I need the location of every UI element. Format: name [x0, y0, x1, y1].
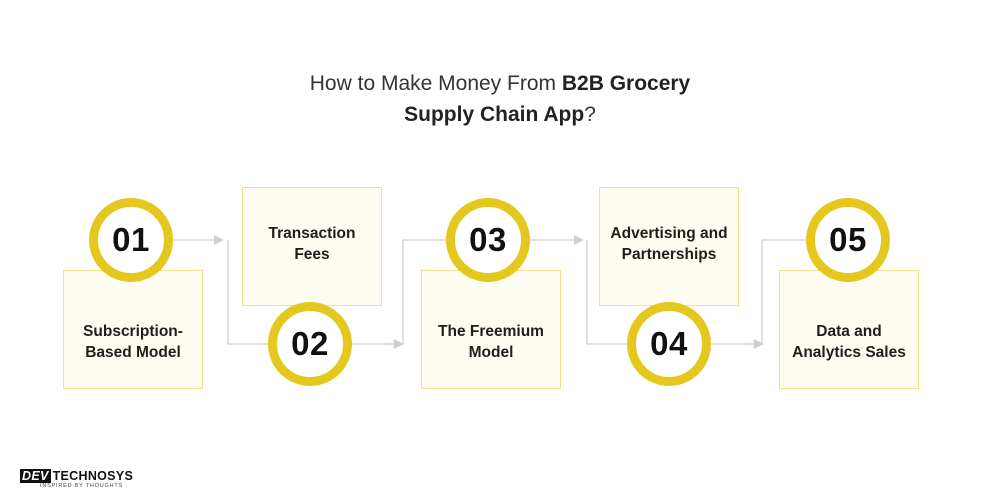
step-number-05: 05 — [806, 198, 890, 282]
logo-dev-mark: DEV — [20, 469, 51, 483]
step-label-05: Data and Analytics Sales — [792, 322, 906, 361]
arrow-02-to-03 — [352, 239, 450, 345]
step-label-01: Subscription-Based Model — [83, 322, 183, 361]
step-box-05: Data and Analytics Sales — [779, 270, 919, 389]
step-number-03: 03 — [446, 198, 530, 282]
diagram-title: How to Make Money From B2B Grocery Suppl… — [0, 68, 1000, 130]
connector-01-to-02 — [227, 240, 268, 345]
step-number-02: 02 — [268, 302, 352, 386]
connector-03-to-04 — [586, 240, 628, 345]
step-box-03: The Freemium Model — [421, 270, 561, 389]
step-number-01: 01 — [89, 198, 173, 282]
title-line-1: How to Make Money From B2B Grocery — [309, 72, 691, 95]
logo-wordmark: TECHNOSYS — [52, 469, 134, 483]
step-box-01: Subscription-Based Model — [63, 270, 203, 389]
step-box-02: Transaction Fees — [242, 187, 382, 306]
step-box-04: Advertising and Partnerships — [599, 187, 739, 306]
step-label-03: The Freemium Model — [438, 322, 544, 361]
step-label-02: Transaction Fees — [268, 224, 356, 263]
step-number-04: 04 — [627, 302, 711, 386]
title-line-2: Supply Chain App? — [404, 103, 596, 126]
logo-tagline: INSPIRED BY THOUGHTS — [40, 483, 124, 489]
step-label-04: Advertising and Partnerships — [610, 224, 728, 263]
arrow-04-to-05 — [711, 239, 808, 345]
